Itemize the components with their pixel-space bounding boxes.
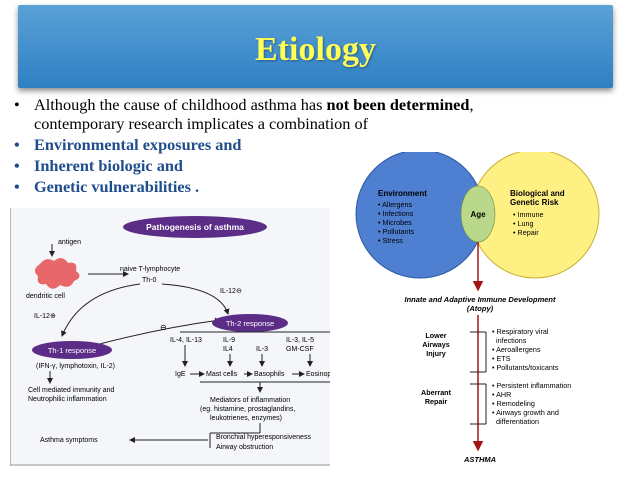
age-label: Age xyxy=(470,210,486,219)
bullet-item-3: • Inherent biologic and xyxy=(14,156,183,175)
svg-text:• Respiratory viral: • Respiratory viral xyxy=(492,327,549,336)
mediators-3: leukotrienes, enzymes) xyxy=(210,415,282,422)
svg-text:• Allergens: • Allergens xyxy=(378,200,412,209)
venn-diagram: Environment • Allergens • Infections • M… xyxy=(330,152,630,470)
aberrant-repair-1: Aberrant xyxy=(421,388,452,397)
th2-label: Th-2 response xyxy=(226,319,274,328)
il12-right-label: IL-12⊖ xyxy=(220,288,242,295)
bullet-item-2: • Environmental exposures and xyxy=(14,135,242,154)
lower-airways-2: Airways xyxy=(422,340,450,349)
il4-label: IL4 xyxy=(223,346,233,353)
svg-text:• Stress: • Stress xyxy=(378,236,403,245)
lower-airways-1: Lower xyxy=(425,331,446,340)
bio-items: • Immune • Lung • Repair xyxy=(513,210,543,237)
il12-left-label: IL-12⊕ xyxy=(34,313,56,320)
ige-label: IgE xyxy=(175,371,186,378)
gm-csf-label: GM-CSF xyxy=(286,346,314,353)
pathogenesis-diagram: Pathogenesis of asthma antigen dendritic… xyxy=(10,208,355,466)
svg-text:• Remodeling: • Remodeling xyxy=(492,399,535,408)
svg-text:differentiation: differentiation xyxy=(496,417,539,426)
th1-label: Th-1 response xyxy=(48,346,96,355)
bronchial-label: Bronchial hyperesponsiveness xyxy=(216,434,311,441)
svg-text:• Airways growth and: • Airways growth and xyxy=(492,408,559,417)
svg-text:• Immune: • Immune xyxy=(513,210,543,219)
bullet-item-1: • Although the cause of childhood asthma… xyxy=(14,95,474,133)
svg-text:• Microbes: • Microbes xyxy=(378,218,412,227)
antigen-label: antigen xyxy=(58,239,81,246)
il3-label: IL-3 xyxy=(256,346,268,353)
airway-obstruction-label: Airway obstruction xyxy=(216,444,273,451)
title-bar: Etiology xyxy=(18,5,613,88)
mast-cells-label: Mast cells xyxy=(206,371,238,378)
bio-title-1: Biological and xyxy=(510,189,565,198)
pathogenesis-header-ellipse xyxy=(123,216,267,238)
aberrant-repair-2: Repair xyxy=(425,397,448,406)
cell-mediated-1: Cell mediated immunity and xyxy=(28,387,114,394)
environment-title: Environment xyxy=(378,189,427,198)
bullet-item-4: • Genetic vulnerabilities . xyxy=(14,177,200,196)
bold-phrase: not been determined xyxy=(326,95,470,114)
svg-text:• Lung: • Lung xyxy=(513,219,534,228)
mediators-1: Mediators of inflammation xyxy=(210,397,290,404)
bullet-marker: • xyxy=(14,95,20,114)
il9-label: IL-9 xyxy=(223,337,235,344)
svg-text:• Repair: • Repair xyxy=(513,228,539,237)
svg-text:• ETS: • ETS xyxy=(492,354,511,363)
dendritic-cell-label: dendritic cell xyxy=(26,293,65,300)
lower-airways-3: Injury xyxy=(426,349,446,358)
basophils-label: Basophils xyxy=(254,371,285,378)
th0-label: Th-0 xyxy=(142,277,157,284)
eosinophils-label: Eosinophi xyxy=(306,371,337,378)
asthma-symptoms-label: Asthma symptoms xyxy=(40,437,98,444)
bio-title-2: Genetic Risk xyxy=(510,198,559,207)
svg-text:• Pollutants/toxicants: • Pollutants/toxicants xyxy=(492,363,559,372)
minus-label: ⊖ xyxy=(160,323,167,332)
mediators-2: (eg. histamine, prostaglandins, xyxy=(200,406,295,413)
innate-label-1: Innate and Adaptive Immune Development xyxy=(405,295,557,304)
environment-items: • Allergens • Infections • Microbes • Po… xyxy=(378,200,414,245)
svg-text:• Pollutants: • Pollutants xyxy=(378,227,414,236)
naive-t-label: naive T-lymphocyte xyxy=(120,266,180,273)
svg-text:• Persistent inflammation: • Persistent inflammation xyxy=(492,381,571,390)
th1-ellipse xyxy=(32,341,112,359)
injury-items: • Respiratory viral infections • Aeroall… xyxy=(492,327,559,372)
bullet-list: • Although the cause of childhood asthma… xyxy=(12,95,632,198)
pathogenesis-header: Pathogenesis of asthma xyxy=(146,222,244,232)
repair-items: • Persistent inflammation • AHR • Remode… xyxy=(492,381,571,426)
th2-ellipse xyxy=(212,314,288,332)
th1-mediators: (IFN-γ, lymphotoxin, IL-2) xyxy=(36,363,115,370)
svg-text:• AHR: • AHR xyxy=(492,390,511,399)
dendritic-cell-shape xyxy=(34,257,80,289)
svg-text:• Aeroallergens: • Aeroallergens xyxy=(492,345,541,354)
svg-text:infections: infections xyxy=(496,336,527,345)
slide-title: Etiology xyxy=(255,31,376,68)
cell-mediated-2: Neutrophilic inflammation xyxy=(28,396,107,403)
asthma-label: ASTHMA xyxy=(463,455,496,464)
il3-il5-label: IL-3, IL-5 xyxy=(286,337,314,344)
innate-label-2: (Atopy) xyxy=(467,304,494,313)
il4-il13-label: IL-4, IL-13 xyxy=(170,337,202,344)
svg-text:• Infections: • Infections xyxy=(378,209,414,218)
